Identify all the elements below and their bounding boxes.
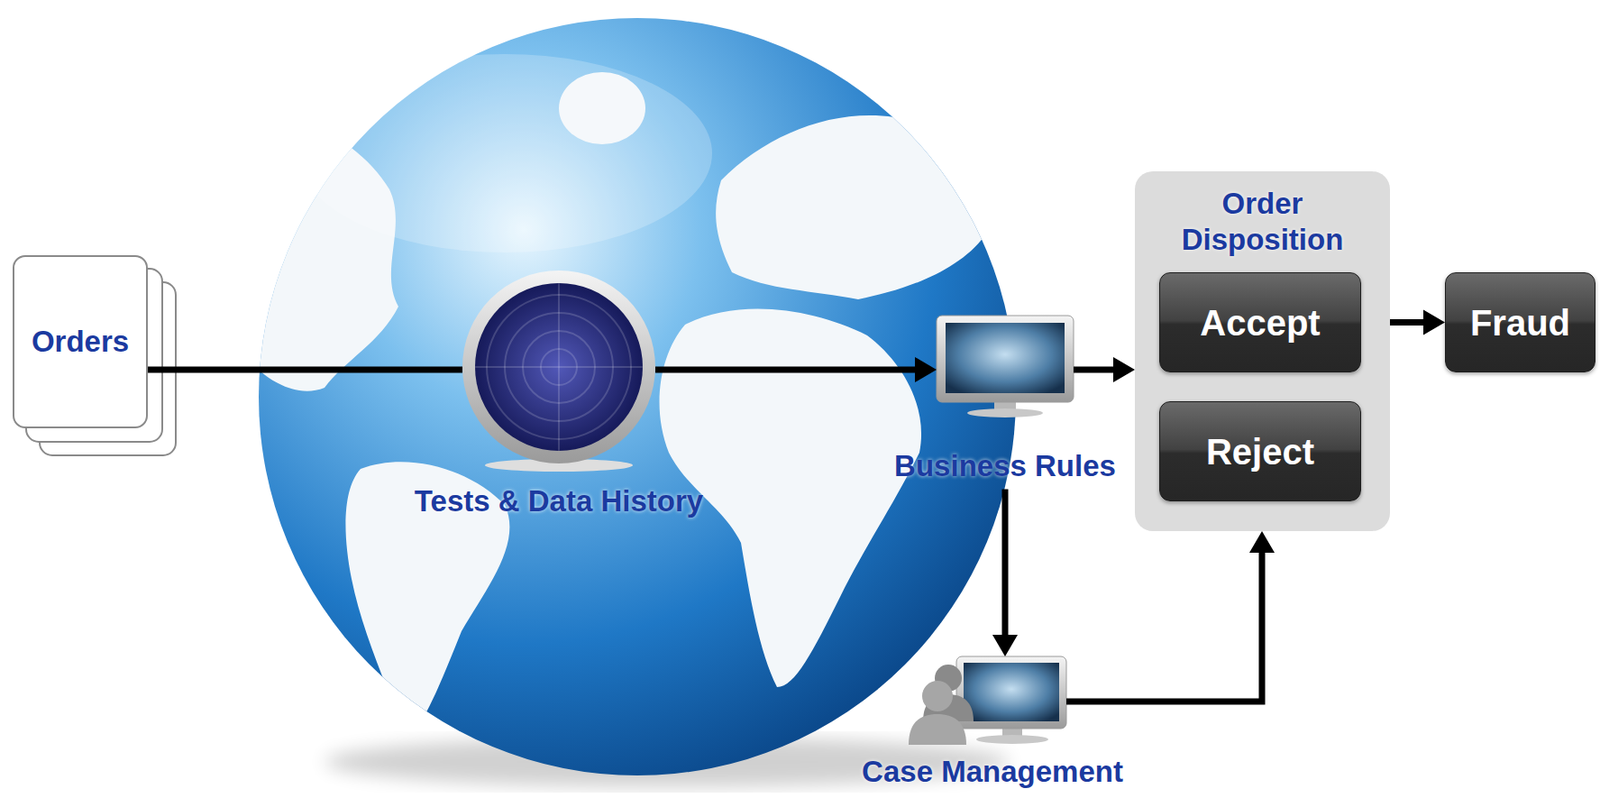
case-node: Case Management bbox=[918, 656, 1067, 747]
button-label: Reject bbox=[1206, 429, 1315, 474]
monitor-node: Business Rules bbox=[936, 315, 1074, 415]
radar-screen bbox=[475, 283, 643, 451]
connector-arrow bbox=[992, 489, 1018, 657]
arrow-head bbox=[1423, 310, 1445, 336]
accept-button: Accept bbox=[1159, 272, 1362, 373]
case-icon bbox=[908, 656, 1067, 745]
connector-arrow bbox=[1073, 356, 1135, 383]
arrow-head bbox=[1249, 530, 1275, 553]
node-label: Case Management bbox=[861, 753, 1124, 790]
globe-sheen bbox=[297, 54, 713, 253]
node-label: Tests & Data History bbox=[414, 483, 704, 520]
radar-icon bbox=[462, 270, 656, 472]
connector-arrow bbox=[655, 356, 937, 383]
connector-line bbox=[1073, 366, 1116, 374]
connector-line bbox=[655, 366, 917, 374]
arrow-head bbox=[914, 356, 937, 383]
reject-button: Reject bbox=[1159, 401, 1362, 502]
europe bbox=[715, 115, 985, 300]
radar-node: Tests & Data History bbox=[462, 270, 656, 464]
button-label: Accept bbox=[1199, 301, 1320, 345]
connector-line bbox=[1066, 550, 1262, 702]
fraud-button: Fraud bbox=[1444, 272, 1596, 373]
globe bbox=[258, 18, 1016, 776]
arrow-head bbox=[1113, 356, 1135, 383]
radar-rim bbox=[462, 270, 656, 464]
panel-heading: Order Disposition bbox=[1163, 185, 1363, 257]
button-label: Fraud bbox=[1470, 301, 1571, 345]
radar-rings bbox=[475, 283, 643, 451]
node-label: Business Rules bbox=[894, 448, 1116, 485]
order-page: Orders bbox=[12, 255, 148, 429]
connector-arrow bbox=[147, 369, 463, 371]
connector-line bbox=[1002, 489, 1009, 637]
arrow-head bbox=[992, 634, 1018, 657]
node-label: Orders bbox=[31, 323, 129, 360]
disposition-panel: Order DispositionAcceptReject bbox=[1134, 171, 1390, 531]
connector-arrow bbox=[1066, 530, 1275, 702]
connector-line bbox=[147, 366, 463, 374]
monitor-icon bbox=[936, 315, 1074, 418]
